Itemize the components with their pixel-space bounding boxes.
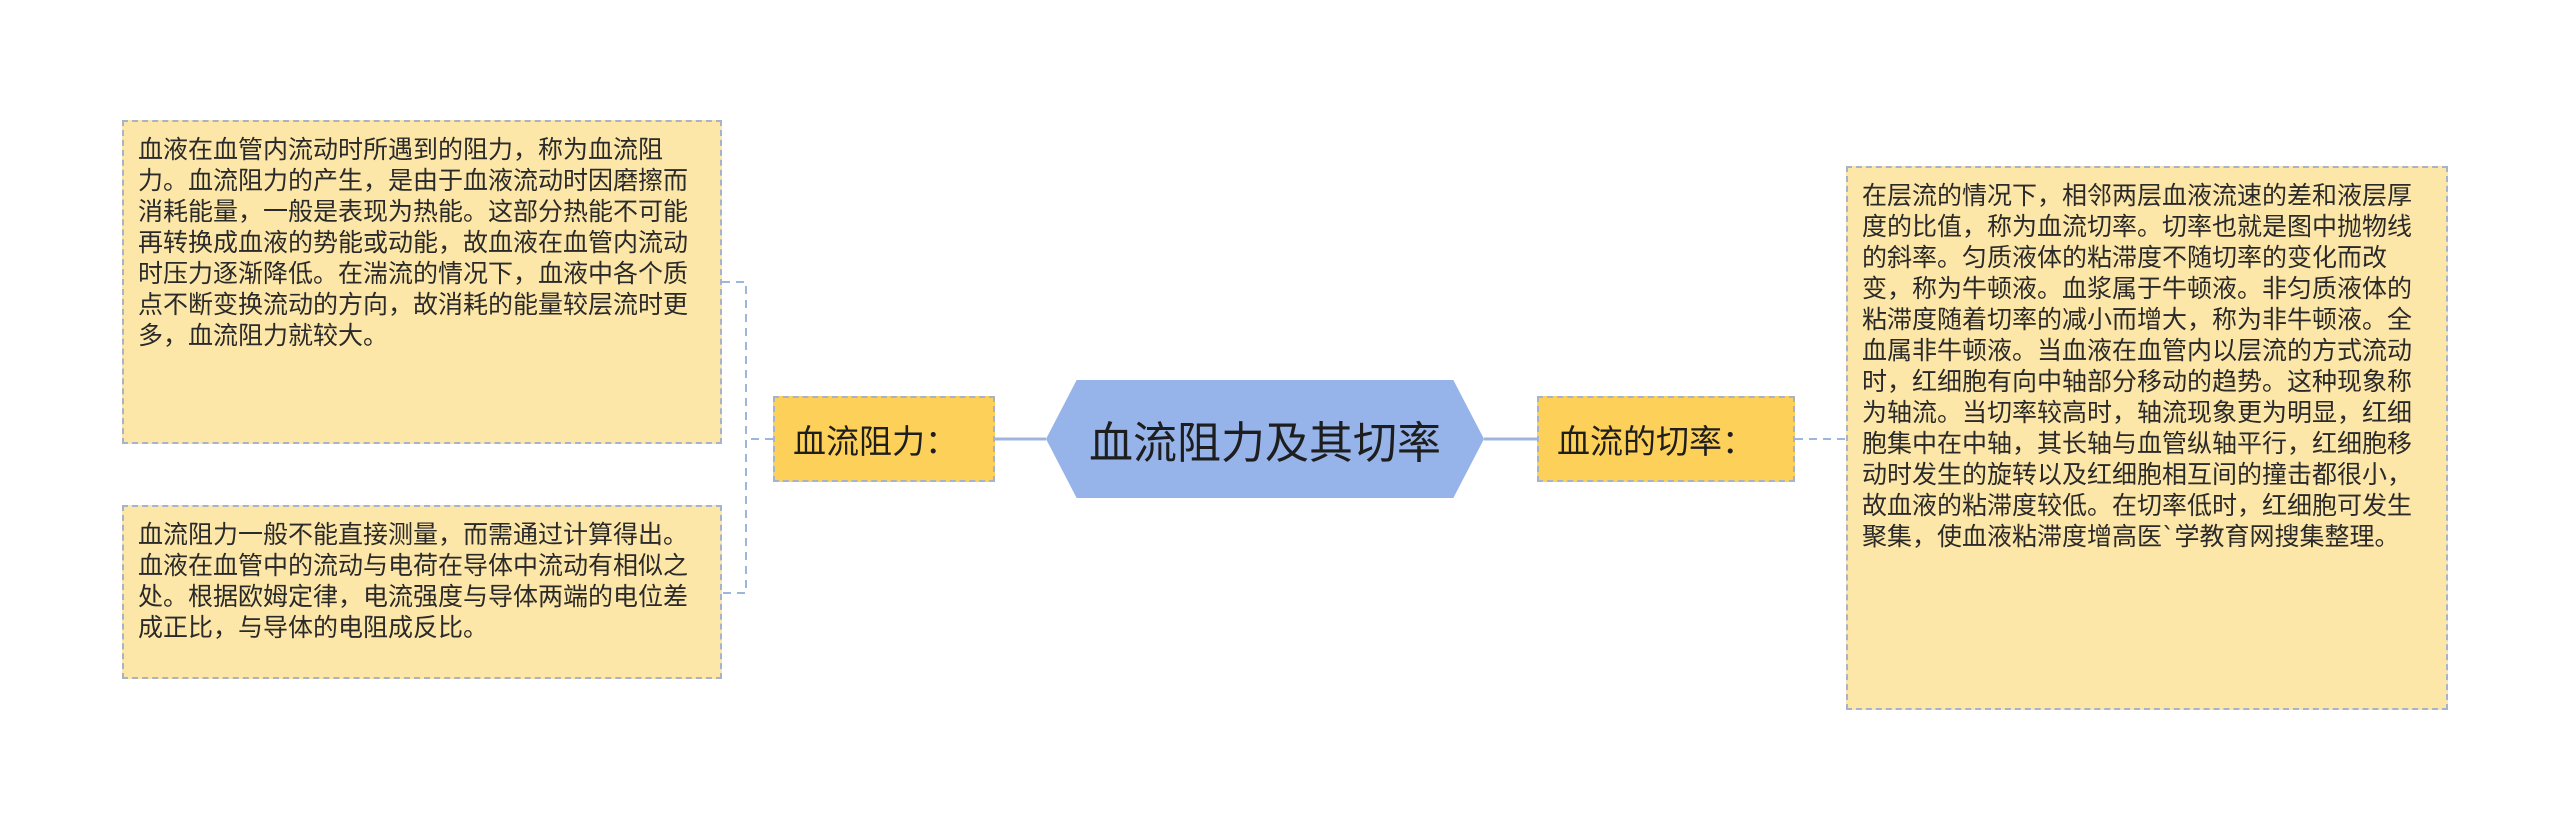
leaf-text: 血流阻力一般不能直接测量，而需通过计算得出。血液在血管中的流动与电荷在导体中流动… (138, 520, 689, 642)
leaf-node-resistance-definition[interactable]: 血液在血管内流动时所遇到的阻力，称为血流阻力。血流阻力的产生，是由于血液流动时因… (122, 120, 722, 444)
leaf-node-resistance-measurement[interactable]: 血流阻力一般不能直接测量，而需通过计算得出。血液在血管中的流动与电荷在导体中流动… (122, 505, 722, 679)
leaf-node-shear-rate-definition[interactable]: 在层流的情况下，相邻两层血液流速的差和液层厚度的比值，称为血流切率。切率也就是图… (1846, 166, 2448, 710)
branch-node-shear-rate[interactable]: 血流的切率： (1537, 396, 1795, 482)
branch-label: 血流的切率： (1557, 422, 1755, 461)
leaf-text: 血液在血管内流动时所遇到的阻力，称为血流阻力。血流阻力的产生，是由于血液流动时因… (138, 135, 689, 350)
connector-left-bracket (722, 281, 747, 594)
leaf-text: 在层流的情况下，相邻两层血液流速的差和液层厚度的比值，称为血流切率。切率也就是图… (1862, 181, 2413, 551)
root-label: 血流阻力及其切率 (1089, 418, 1441, 469)
root-node[interactable]: 血流阻力及其切率 (1046, 380, 1484, 498)
branch-node-flow-resistance[interactable]: 血流阻力： (773, 396, 995, 482)
branch-label: 血流阻力： (793, 422, 958, 461)
